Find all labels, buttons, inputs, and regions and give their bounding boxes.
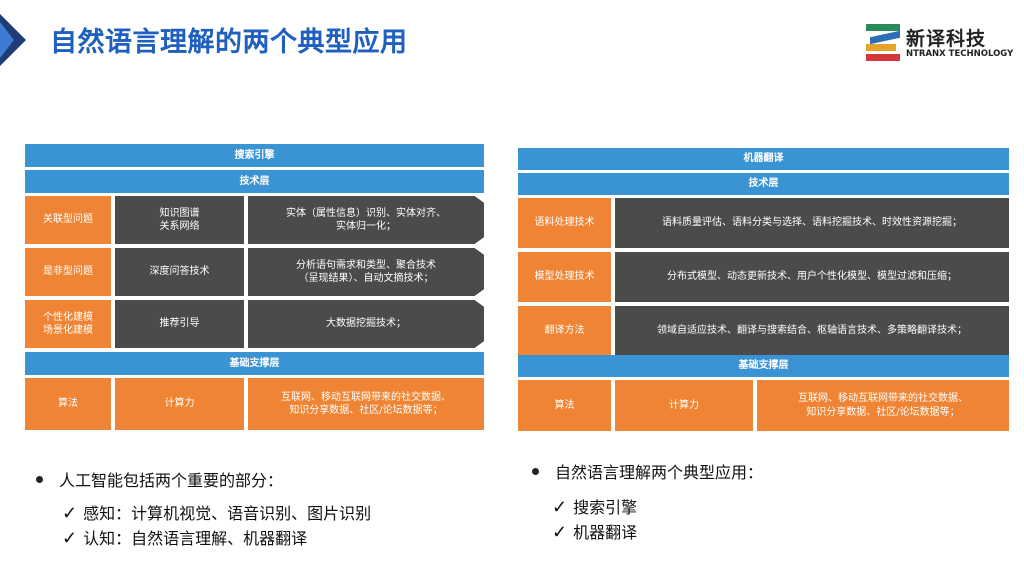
base-algorithm: 算法 [518,380,611,431]
row-category: 模型处理技术 [518,252,611,302]
base-layer-label: 基础支撑层 [25,352,484,375]
company-logo: 新译科技 NTRANX TECHNOLOGY [866,22,1013,66]
machine-translation-diagram: 机器翻译 技术层 语料处理技术 语料质量评估、语料分类与选择、语料挖掘技术、时效… [518,148,1009,431]
bullet-item: 自然语言理解两个典型应用： [532,459,763,483]
bullet-text: 自然语言理解两个典型应用： [555,463,764,482]
row-category: 语料处理技术 [518,198,611,248]
bullet-dot-icon [36,476,43,483]
row-detail: 分析语句需求和类型、聚合技术 （呈现结果）、自动文摘技术； [248,248,484,296]
base-compute: 计算力 [115,378,244,430]
sub-bullet-text: 感知：计算机视觉、语音识别、图片识别 [83,504,372,523]
row-method: 深度问答技术 [115,248,244,296]
bullet-item: 人工智能包括两个重要的部分： [36,467,283,491]
row-detail: 语料质量评估、语料分类与选择、语料挖掘技术、时效性资源挖掘； [615,198,1009,248]
row-category: 翻译方法 [518,306,611,356]
page-title: 自然语言理解的两个典型应用 [50,27,408,58]
sub-bullet-text: 机器翻译 [573,523,638,542]
tech-layer-label: 技术层 [25,170,484,193]
diagram-header: 机器翻译 [518,148,1009,170]
base-data: 互联网、移动互联网带来的社交数据、 知识分享数据、社区/论坛数据等； [757,380,1009,431]
sub-bullet-item: ✓ 机器翻译 [552,519,637,543]
row-detail: 实体（属性信息）识别、实体对齐、 实体归一化； [248,196,484,244]
row-method: 知识图谱 关系网络 [115,196,244,244]
base-layer-label: 基础支撑层 [518,355,1009,377]
sub-bullet-text: 搜索引擎 [573,498,638,517]
row-detail: 领域自适应技术、翻译与搜索结合、枢轴语言技术、多策略翻译技术； [615,306,1009,356]
checkmark-icon: ✓ [62,503,78,524]
sub-bullet-item: ✓ 搜索引擎 [552,494,637,518]
title-arrow-accent-icon [0,22,14,58]
logo-name: 新译科技 [906,28,987,50]
sub-bullet-text: 认知：自然语言理解、机器翻译 [83,529,308,548]
checkmark-icon: ✓ [552,522,568,543]
row-category: 关联型问题 [25,196,111,244]
checkmark-icon: ✓ [62,528,78,549]
row-method: 推荐引导 [115,300,244,348]
row-detail: 分布式模型、动态更新技术、用户个性化模型、模型过滤和压缩； [615,252,1009,302]
logo-subtitle: NTRANX TECHNOLOGY [906,49,1014,59]
checkmark-icon: ✓ [552,497,568,518]
logo-mark-icon [866,22,902,64]
bullet-dot-icon [532,468,539,475]
bullet-text: 人工智能包括两个重要的部分： [59,471,284,490]
base-algorithm: 算法 [25,378,111,430]
sub-bullet-item: ✓ 认知：自然语言理解、机器翻译 [62,525,307,549]
row-category: 个性化建模 场景化建模 [25,300,111,348]
row-detail: 大数据挖掘技术； [248,300,484,348]
base-compute: 计算力 [615,380,753,431]
diagram-header: 搜索引擎 [25,144,484,167]
base-data: 互联网、移动互联网带来的社交数据、 知识分享数据、社区/论坛数据等； [248,378,484,430]
search-engine-diagram: 搜索引擎 技术层 关联型问题 知识图谱 关系网络 实体（属性信息）识别、实体对齐… [25,144,484,430]
row-category: 是非型问题 [25,248,111,296]
sub-bullet-item: ✓ 感知：计算机视觉、语音识别、图片识别 [62,500,371,524]
tech-layer-label: 技术层 [518,173,1009,195]
